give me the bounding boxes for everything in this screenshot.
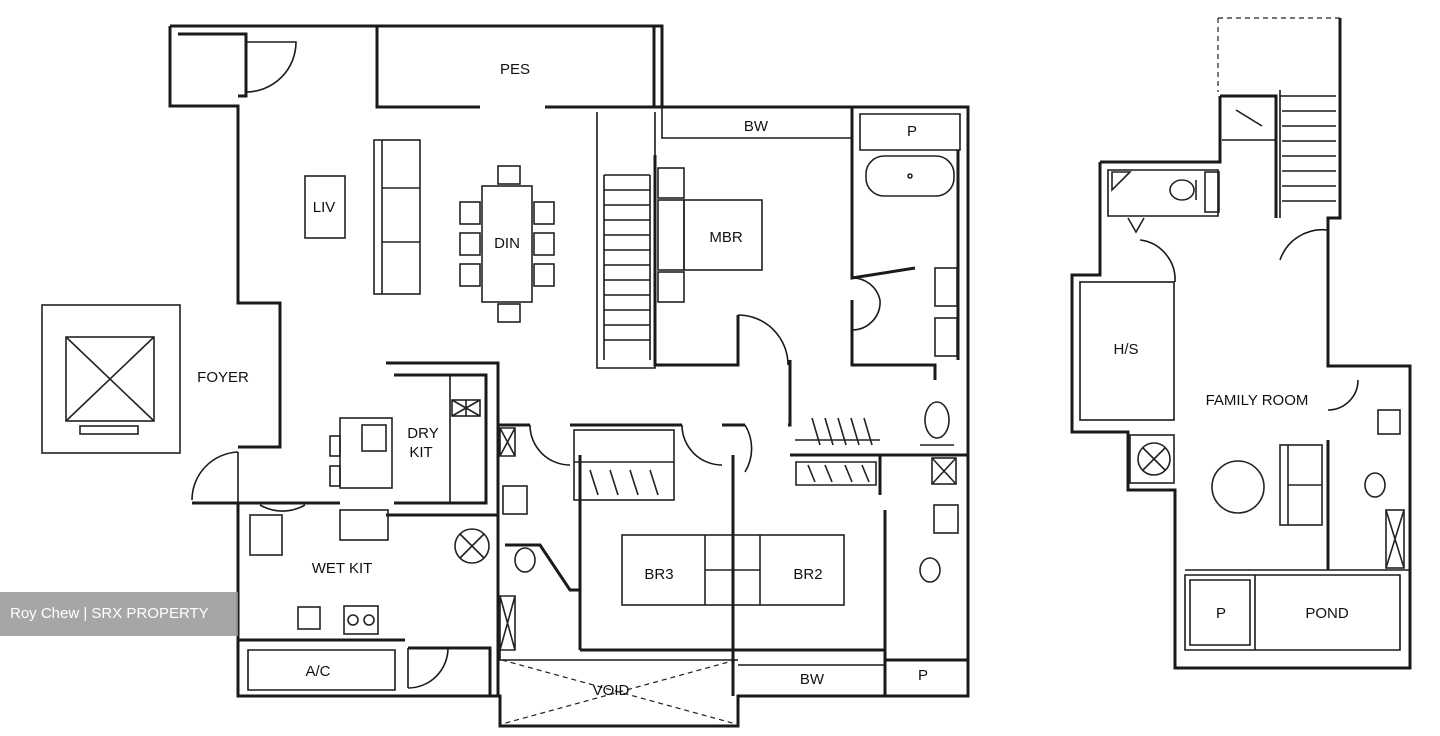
room-label-din: DIN <box>494 235 520 252</box>
room-label-p-lower: P <box>1216 605 1226 622</box>
room-label-bw-bottom: BW <box>800 671 825 688</box>
doors <box>191 41 881 689</box>
room-label-void: VOID <box>593 682 630 699</box>
main-unit <box>168 24 970 728</box>
room-label-dry-kit-line2: KIT <box>409 444 432 461</box>
room-label-liv: LIV <box>313 199 336 216</box>
room-label-dry-kit-line1: DRY <box>407 425 438 442</box>
watermark: Roy Chew | SRX PROPERTY <box>0 592 238 636</box>
room-label-br3: BR3 <box>644 566 673 583</box>
room-label-br2: BR2 <box>793 566 822 583</box>
room-label-ac: A/C <box>305 663 330 680</box>
room-label-pes: PES <box>500 61 530 78</box>
room-label-wet-kit: WET KIT <box>312 560 373 577</box>
second-unit <box>1070 17 1412 670</box>
room-label-p-bottom: P <box>918 667 928 684</box>
room-label-foyer: FOYER <box>197 369 249 386</box>
room-label-bw-top: BW <box>744 118 769 135</box>
room-label-pond: POND <box>1305 605 1349 622</box>
room-label-family-room: FAMILY ROOM <box>1206 392 1309 409</box>
room-label-mbr: MBR <box>709 229 743 246</box>
furniture <box>41 139 959 725</box>
room-label-p-top: P <box>907 123 917 140</box>
room-label-hs: H/S <box>1113 341 1138 358</box>
staircase <box>603 174 651 360</box>
